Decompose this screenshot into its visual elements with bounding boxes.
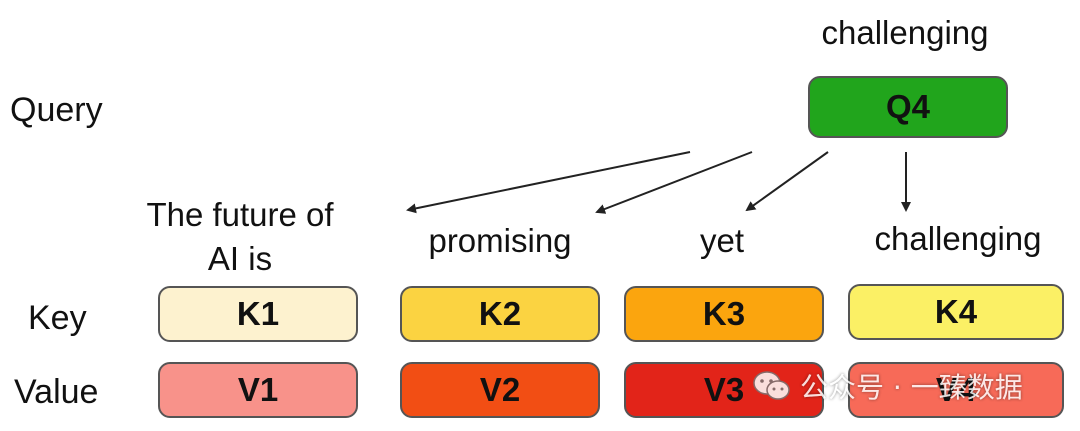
arrow-to-k1 — [406, 151, 691, 214]
value-box-v2: V2 — [400, 362, 600, 418]
value-box-v4: V4 — [848, 362, 1064, 418]
token-word-2: promising — [428, 222, 572, 259]
watermark: 公众号 · 一臻数据 — [752, 366, 1023, 406]
key-row-label: Key — [28, 299, 87, 337]
token-word-4: challenging — [874, 220, 1042, 257]
query-word: challenging — [821, 14, 989, 51]
token-word-1-line2: AI is — [207, 240, 273, 277]
value-box-v1: V1 — [158, 362, 358, 418]
wechat-icon — [753, 371, 790, 400]
key-box-k3: K3 — [624, 286, 824, 342]
token-word-1-line1: The future of — [146, 196, 334, 233]
value-box-v3: V3 — [624, 362, 824, 418]
query-box-q4: Q4 — [808, 76, 1008, 138]
value-row-label: Value — [14, 373, 99, 411]
token-word-3: yet — [699, 222, 745, 259]
key-box-k4: K4 — [848, 284, 1064, 340]
key-box-k2: K2 — [400, 286, 600, 342]
query-row-label: Query — [10, 91, 103, 129]
arrow-to-k2 — [595, 151, 753, 214]
watermark-text: 公众号 · 一臻数据 — [800, 371, 1023, 404]
key-box-k1: K1 — [158, 286, 358, 342]
arrow-to-k3 — [745, 151, 829, 212]
